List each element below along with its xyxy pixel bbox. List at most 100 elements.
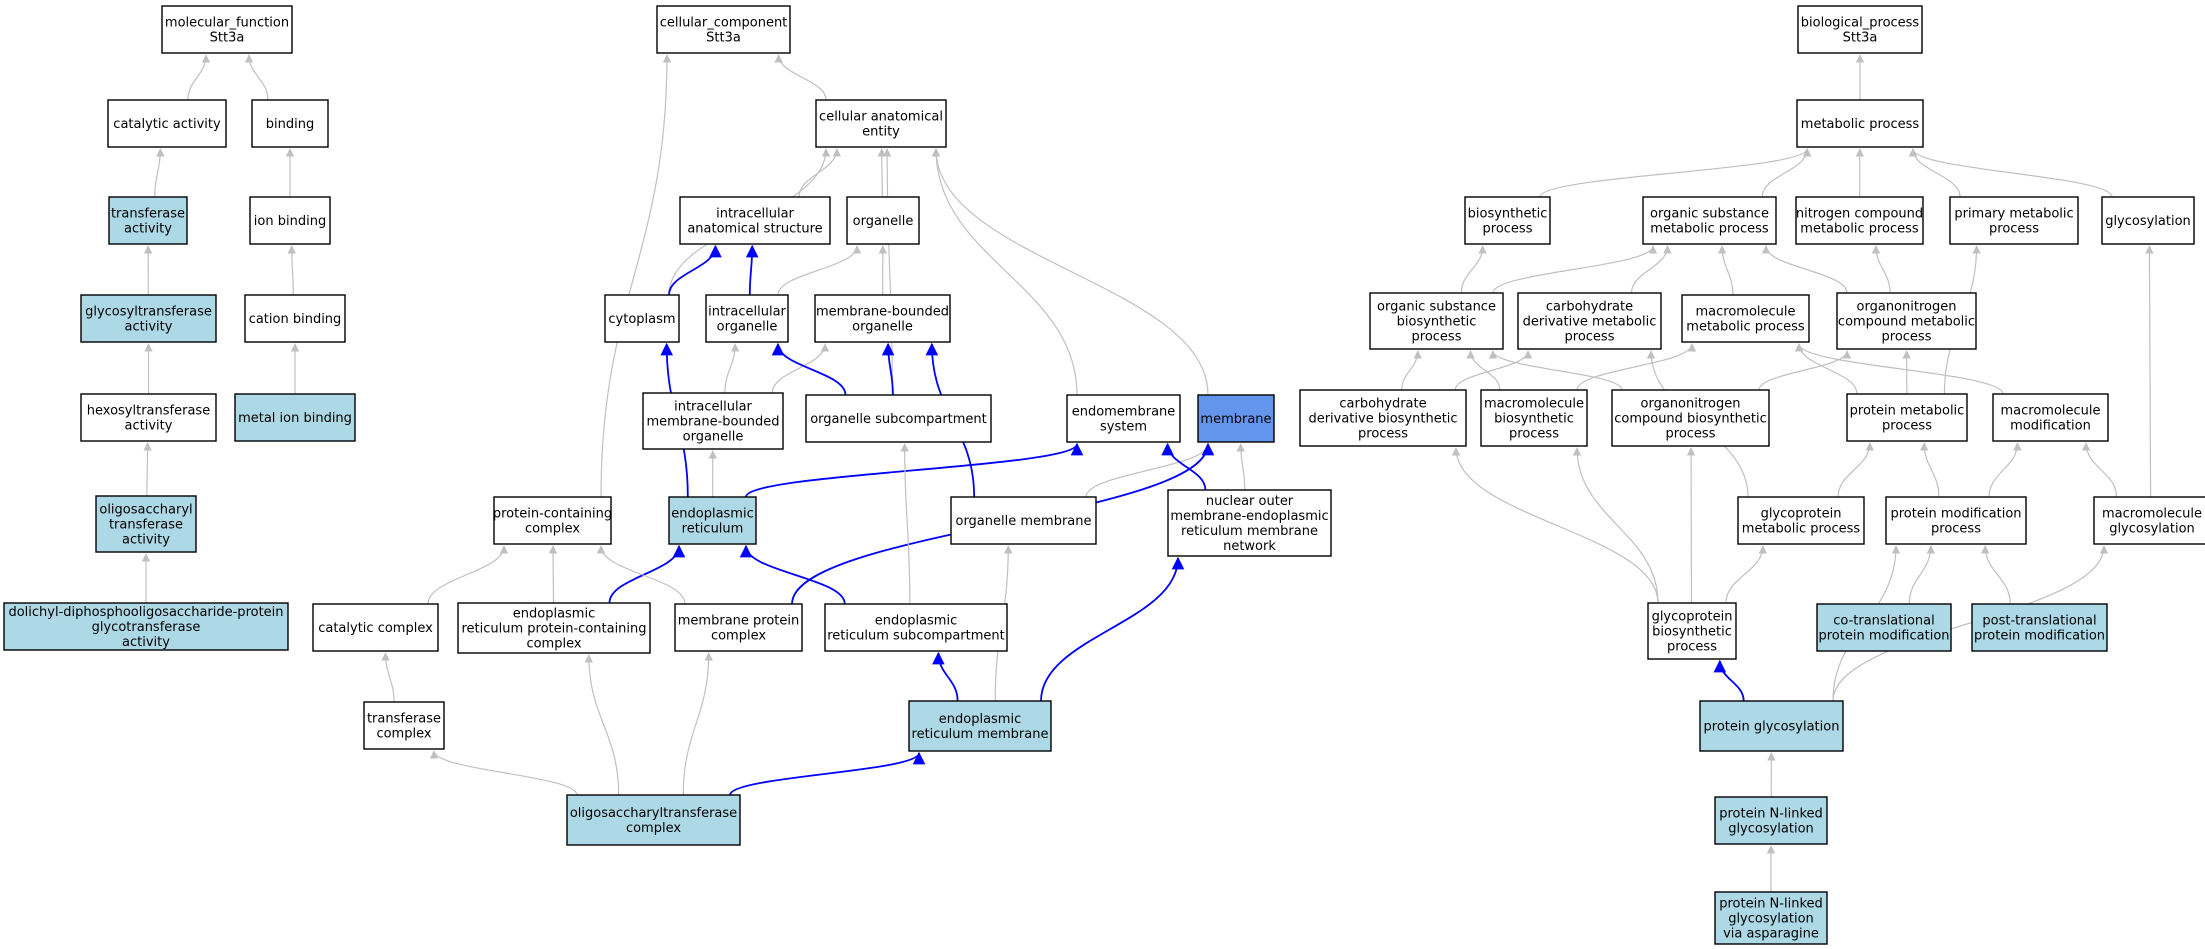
node-organelle[interactable]: organelle (846, 196, 920, 245)
node-label-line: process (1666, 427, 1716, 442)
node-label-line: reticulum membrane (912, 727, 1049, 742)
node-label-line: endoplasmic (875, 614, 957, 629)
node-box (1836, 292, 1977, 350)
edge-organelle_subcompartment-to-membrane_bounded_organelle (881, 342, 895, 396)
node-cytoplasm[interactable]: cytoplasm (604, 294, 680, 343)
node-label-line: glycoprotein (1761, 507, 1842, 522)
node-label-line: compound metabolic (1838, 315, 1975, 330)
node-box (2101, 196, 2195, 245)
node-catalytic-complex[interactable]: catalytic complex (312, 603, 439, 652)
node-label-line: complex (526, 637, 581, 652)
node-box (1949, 196, 2079, 245)
node-box (814, 294, 951, 343)
node-label-line: protein N-linked (1719, 897, 1823, 912)
node-label-line: membrane protein (678, 614, 799, 629)
node-membrane[interactable]: membrane (1197, 394, 1275, 443)
node-label-line: oligosaccharyltransferase (570, 806, 737, 821)
node-ion-binding[interactable]: ion binding (249, 196, 331, 245)
edge-ost_complex-to-er_membrane (729, 751, 926, 796)
edge-transferase_complex-to-catalytic_complex (381, 652, 395, 703)
node-label-line: organelle subcompartment (810, 412, 987, 427)
edge-organic_substance_metabolic_process-to-metabolic_process (1761, 148, 1812, 198)
edge-protein_modification_process-to-protein_metabolic_process (1919, 442, 1940, 498)
node-label-line: nitrogen compound (1796, 207, 1923, 222)
node-label-line: biosynthetic (1468, 207, 1548, 222)
node-label-line: via asparagine (1723, 927, 1819, 942)
node-box (656, 5, 791, 54)
node-metabolic-process[interactable]: metabolic process (1796, 99, 1924, 148)
node-label-line: membrane-endoplasmic (1170, 509, 1328, 524)
node-glycosylation[interactable]: glycosylation (2101, 196, 2195, 245)
node-label-line: activity (125, 320, 173, 335)
node-label-line: protein modification (1818, 629, 1949, 644)
node-label-line: protein metabolic (1850, 404, 1965, 419)
edge-membrane-to-cellular_anatomical_entity (931, 148, 1209, 396)
node-box (251, 99, 329, 148)
node-label-line: carbohydrate (1546, 300, 1633, 315)
node-label-line: Stt3a (706, 31, 741, 46)
node-box (1642, 196, 1777, 245)
node-protein-glycosylation[interactable]: protein glycosylation (1699, 700, 1844, 752)
node-cation-binding[interactable]: cation binding (244, 294, 346, 343)
node-metal-ion-binding[interactable]: metal ion binding (234, 393, 356, 442)
node-organelle-membrane[interactable]: organelle membrane (950, 496, 1097, 545)
node-nuclear-outer-membrane-er-network[interactable]: nuclear outermembrane-endoplasmicreticul… (1167, 489, 1332, 557)
node-binding[interactable]: binding (251, 99, 329, 148)
edge-intracellular_membrane_bounded_organelle-to-membrane_bounded_organelle (771, 343, 830, 394)
node-label-line: derivative metabolic (1523, 315, 1657, 330)
node-label-line: metabolic process (1800, 222, 1919, 237)
node-organelle-subcompartment[interactable]: organelle subcompartment (805, 394, 992, 443)
node-box (1816, 603, 1952, 652)
node-box (1796, 99, 1924, 148)
edge-intracellular_organelle-to-organelle (777, 245, 862, 296)
node-label-line: activity (125, 419, 173, 434)
node-ddop-glycotransferase-activity[interactable]: dolichyl-diphosphooligosaccharide-protei… (3, 602, 289, 651)
node-box (1714, 796, 1828, 845)
node-label-line: catalytic complex (318, 621, 433, 636)
node-catalytic-activity[interactable]: catalytic activity (107, 99, 227, 148)
node-label-line: glycosyltransferase (85, 305, 212, 320)
